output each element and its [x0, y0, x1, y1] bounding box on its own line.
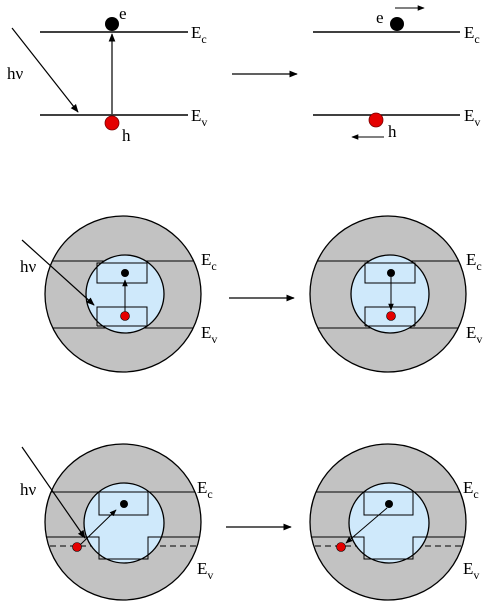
core-conduction-well — [363, 491, 414, 516]
electron-dot — [385, 500, 393, 508]
core-valence-well — [96, 306, 148, 327]
hole-dot — [336, 542, 346, 552]
photon-arrow — [21, 239, 95, 306]
photon-label: hν — [20, 480, 37, 499]
core-circle — [348, 482, 430, 564]
hole-dot — [120, 311, 130, 321]
photon-label: hν — [7, 64, 24, 83]
electron-label: e — [376, 8, 384, 27]
hole-dot — [104, 115, 120, 131]
electron-dot — [121, 269, 129, 277]
ev-label: Ev — [201, 323, 217, 346]
charge-separation-before-panel: hν Ec Ev — [20, 443, 213, 601]
ec-label: Ec — [466, 250, 482, 273]
core-valence-well — [349, 536, 428, 560]
core-shell-after-panel: Ec Ev — [309, 215, 482, 373]
hole-label: h — [122, 126, 131, 145]
core-circle — [83, 482, 165, 564]
core-conduction-well — [96, 262, 148, 284]
electron-dot — [105, 17, 119, 31]
core-shell-before-panel: hν Ec Ev — [20, 215, 217, 373]
bulk-before-panel: e h hν Ec Ev — [7, 4, 207, 145]
ev-label: Ev — [464, 106, 480, 129]
core-circle — [350, 254, 430, 334]
ev-label: Ev — [191, 106, 207, 129]
recombination-arrow — [345, 507, 388, 544]
ec-label: Ec — [201, 250, 217, 273]
ec-label: Ec — [463, 478, 479, 501]
electron-dot — [387, 269, 395, 277]
ev-label: Ev — [197, 559, 213, 582]
ev-label: Ev — [463, 559, 479, 582]
electron-dot — [390, 17, 404, 31]
ec-label: Ec — [197, 478, 213, 501]
core-conduction-well — [364, 262, 416, 284]
hole-label: h — [388, 122, 397, 141]
bulk-after-panel: e h Ec Ev — [313, 5, 480, 141]
hole-dot — [368, 112, 384, 128]
hole-dot — [72, 542, 82, 552]
electron-dot — [120, 500, 128, 508]
photon-arrow — [11, 27, 79, 113]
electron-label: e — [119, 4, 127, 23]
charge-separation-after-panel: Ec Ev — [309, 443, 479, 601]
core-conduction-well — [98, 491, 149, 516]
photon-arrow — [21, 446, 86, 539]
ec-label: Ec — [191, 23, 207, 46]
core-valence-well — [84, 536, 163, 560]
excitation-arrow — [79, 509, 117, 546]
ev-label: Ev — [466, 323, 482, 346]
photon-label: hν — [20, 257, 37, 276]
hole-dot — [386, 311, 396, 321]
ec-label: Ec — [464, 23, 480, 46]
